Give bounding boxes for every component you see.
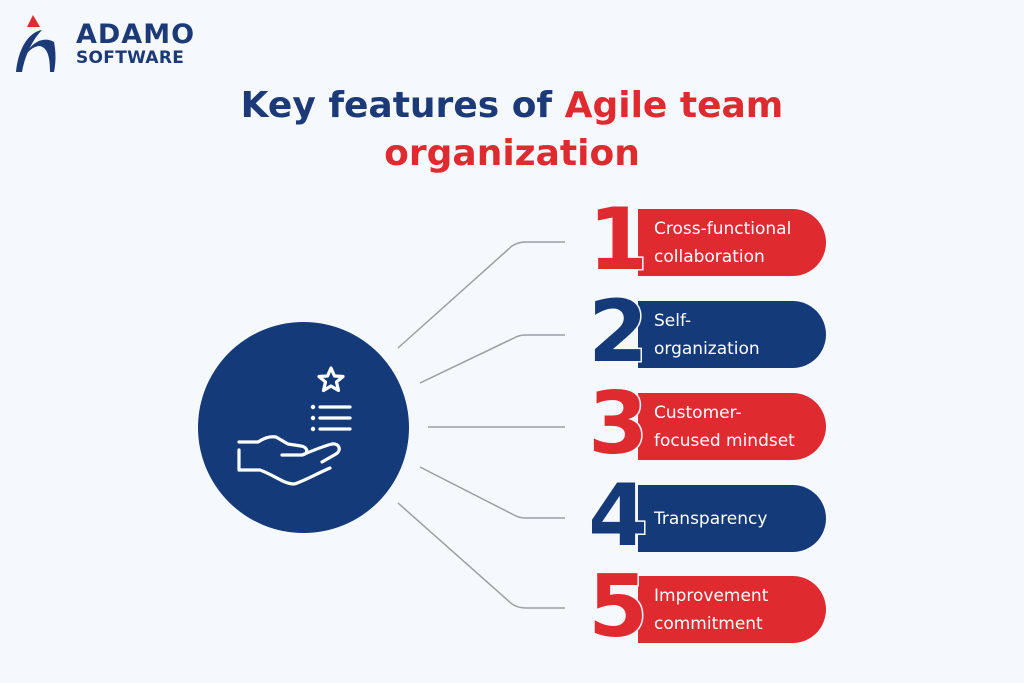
logo-text-software: SOFTWARE	[76, 48, 185, 68]
logo-mark-icon	[16, 15, 56, 72]
feature-pill	[638, 576, 826, 643]
feature-pill	[638, 209, 826, 276]
feature-pill	[638, 485, 826, 552]
title-part-navy: Key features of	[240, 85, 565, 126]
feature-label: Improvement commitment	[654, 585, 769, 634]
feature-item: 3 Customer- focused mindset	[587, 378, 828, 471]
adamo-software-logo: ADAMO SOFTWARE	[14, 14, 224, 76]
title-part-red: Agile team	[564, 85, 784, 126]
page-title: Key features of Agile team organization	[0, 82, 1024, 178]
feature-item: 4 Transparency	[587, 470, 828, 563]
feature-label: Self- organization	[654, 310, 760, 359]
hub-circle	[198, 322, 409, 533]
feature-label: Cross-functional collaboration	[654, 218, 792, 267]
feature-label: Customer- focused mindset	[654, 402, 795, 451]
feature-pill	[638, 393, 826, 460]
feature-number: 4	[587, 466, 650, 566]
feature-number: 5	[587, 557, 650, 657]
feature-number: 1	[587, 190, 650, 290]
feature-label: Transparency	[654, 508, 768, 529]
feature-item: 2 Self- organization	[587, 286, 828, 379]
feature-item: 5 Improvement commitment	[587, 561, 828, 654]
feature-item: 1 Cross-functional collaboration	[587, 194, 828, 287]
title-part-red-line2: organization	[384, 133, 640, 174]
feature-number: 2	[587, 282, 650, 382]
feature-pill	[638, 301, 826, 368]
hand-offering-star-list-icon	[237, 366, 352, 486]
logo-text-adamo: ADAMO	[76, 19, 196, 50]
feature-number: 3	[587, 374, 650, 474]
